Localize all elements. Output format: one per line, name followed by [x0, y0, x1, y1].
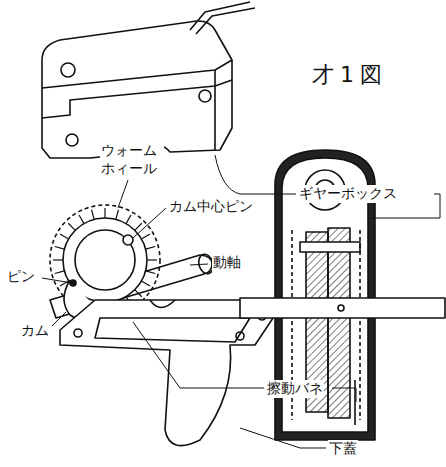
gear-tooth — [116, 210, 119, 220]
gear-tooth — [53, 259, 63, 260]
part-label: 擦動バネ — [266, 380, 324, 398]
figure-title: 才1図 — [312, 60, 388, 90]
gear-tooth — [92, 210, 95, 220]
gear-tooth — [141, 281, 150, 286]
gear-tooth — [135, 223, 142, 230]
part-label: カム — [20, 322, 50, 340]
gear-tooth — [55, 271, 65, 274]
part-label: ウォーム ホィール — [100, 142, 164, 177]
gear-tooth — [146, 271, 156, 274]
gear-tooth — [146, 247, 156, 250]
gear-tooth — [135, 290, 142, 297]
gear-tooth — [104, 208, 105, 218]
gear-tooth — [147, 259, 157, 260]
gear-tooth — [79, 215, 84, 224]
gear-tooth — [60, 234, 69, 239]
part-label: 動軸 — [212, 254, 242, 272]
part-label: ピン — [6, 268, 36, 286]
gear-tooth — [68, 223, 75, 230]
part-label: 下蓋 — [328, 440, 358, 458]
part-label: ギヤーボックス — [298, 185, 398, 203]
gear-tooth — [55, 247, 65, 250]
leader-lines — [42, 155, 440, 448]
gear-tooth — [126, 215, 131, 224]
gear-box — [42, 2, 255, 158]
part-label: カム中心ピン — [168, 198, 254, 216]
gear-tooth — [141, 234, 150, 239]
bottom-cover — [60, 300, 285, 446]
